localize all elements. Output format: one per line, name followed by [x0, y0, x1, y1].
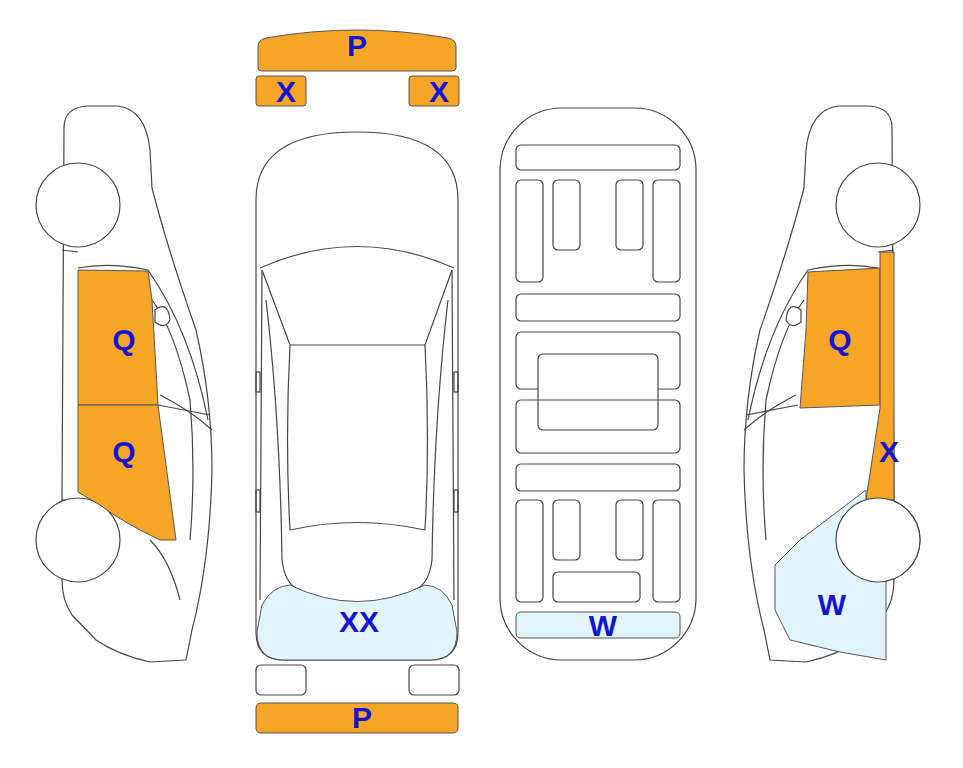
underbody-panel: W [514, 610, 682, 640]
panel-fill [258, 30, 456, 71]
top-view [256, 132, 459, 695]
rear-glass-panel: XX [256, 576, 460, 664]
bumper-panel: P [254, 26, 460, 74]
corner-panel: X [407, 74, 461, 108]
damage-code: X [429, 77, 449, 107]
side-view [36, 106, 212, 662]
door-panel: Q [76, 266, 166, 408]
damage-code: W [818, 590, 846, 620]
bumper-panel: P [254, 701, 460, 735]
door-panel: Q [794, 264, 884, 410]
underside-view [500, 108, 696, 660]
damage-code: P [352, 703, 372, 733]
wheel [836, 498, 920, 582]
damage-code: Q [112, 325, 135, 355]
panel-fill [256, 703, 458, 733]
panel-fill [256, 76, 306, 106]
corner-panel: X [254, 74, 308, 108]
damage-code: W [589, 611, 617, 641]
panel-shape [76, 403, 182, 543]
panel-shape [770, 484, 888, 664]
pillar-panel: X [862, 250, 906, 502]
damage-code: P [347, 31, 367, 61]
damage-code: Q [828, 325, 851, 355]
damage-code: Q [112, 437, 135, 467]
panel-fill [409, 76, 459, 106]
panel-fill [800, 268, 880, 408]
quarter-panel: W [770, 484, 888, 664]
damage-code: X [879, 437, 899, 467]
damage-code: X [276, 77, 296, 107]
door-panel: Q [76, 403, 182, 543]
panel-fill [78, 270, 158, 405]
panel-fill [257, 585, 457, 660]
panel-fill [78, 405, 176, 540]
damage-code: XX [339, 607, 379, 637]
